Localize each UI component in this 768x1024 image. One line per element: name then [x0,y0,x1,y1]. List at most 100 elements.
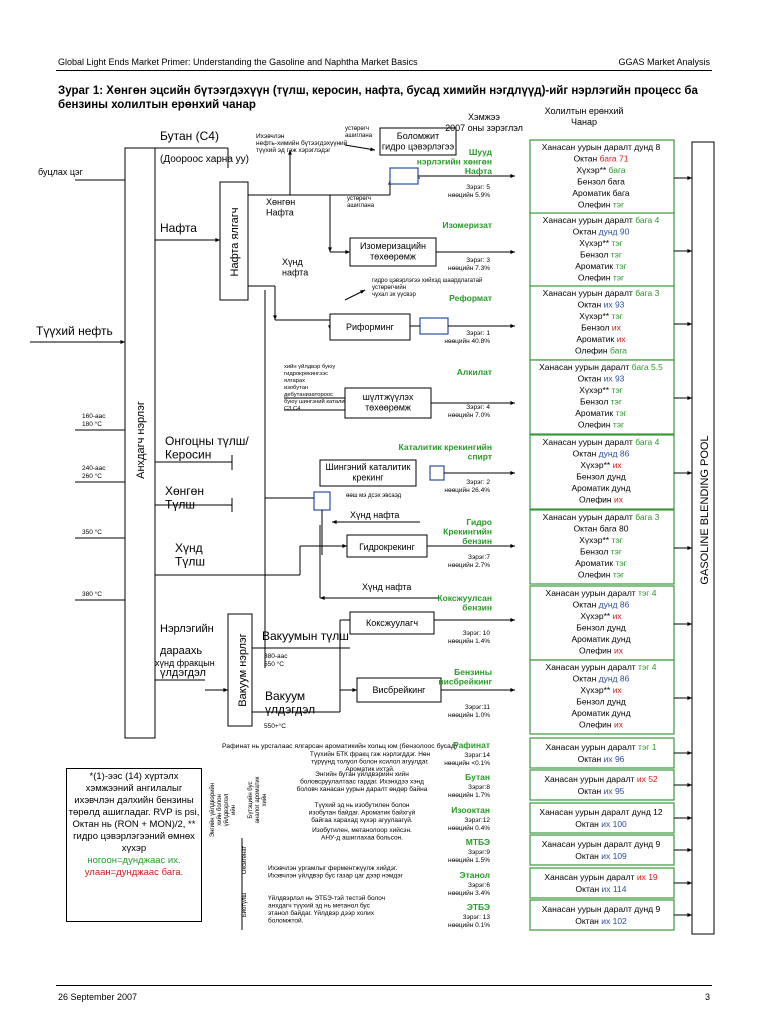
quality-line: Хүхэр** их [580,460,622,470]
quality-line: Октан их 93 [578,374,625,384]
quality-line: Ароматик бага [572,188,630,198]
arrow-head [687,696,692,700]
arrow-head [320,596,325,600]
hydrotreat-box [379,127,457,156]
arrow-head [332,520,337,524]
quality-line: Хүхэр** тэг [579,311,623,321]
header-right: GGAS Market Analysis [618,57,710,67]
quality-line: Олефин их [579,720,624,730]
stream-quality-box [529,659,675,735]
visbreaking-label: Висбрейкинг [373,685,427,695]
heavy-fraction-label: хүнд фракцын [155,658,215,668]
vertical-note-4: Биотүлш [242,893,248,918]
stream-quality-box [529,509,675,585]
quality-line: Ханасан уурын даралт дунд 9 [542,904,661,914]
quality-line: Бензол тэг [580,397,622,407]
valve-3 [429,465,445,481]
arrow-head [288,150,292,155]
legend-green: ногоон=дунджаас их. [87,855,181,866]
quality-line: Ханасан уурын даралт бага 3 [543,288,660,298]
arrow-head [352,688,357,692]
arrow-head [687,848,692,852]
legend-note: *(1)-ээс (14) хүртэлх хэмжээний ангилалы… [66,768,202,922]
gasoline-pool [691,141,715,935]
small-stream-box [529,867,675,899]
arrow-head [510,471,515,475]
quality-line: Олефин их [579,495,624,505]
quality-line: Бензол дунд [576,697,626,707]
quality-line: Хүхэр** их [580,611,622,621]
heavy-naphtha-2-label: Хүнд нафта [362,582,411,592]
reforming-label: Риформинг [346,322,395,332]
quality-line: Ароматик дунд [571,708,630,718]
quality-line: Хүхэр** бага [576,165,626,175]
quality-line: Ханасан уурын даралт их 52 [544,774,658,784]
naphtha-splitter-label: Нафта ялгагч [229,208,241,277]
gasoline-pool-label: GASOLINE BLENDING POOL [699,435,711,584]
valve-2 [419,317,449,335]
kerosene-label: Онгоцны түлш/Керосин [165,434,249,462]
vertical-note-1: Энгийн үйлдвэрийнхийн болонүйлдвэрлэлийн [209,783,237,837]
temp-350-label: 350 °C [82,528,102,536]
arrow-head [510,401,515,405]
arrow-head [687,783,692,787]
quality-line: Ханасан уурын даралт тэг 4 [546,662,657,672]
footer-date: 26 September 2007 [58,992,138,1002]
quality-line: Бензол дунд [576,472,626,482]
vertical-note-2: Бүтэцийн бусаналог ароматикхийн [247,776,268,823]
arrow-head [328,247,332,252]
quality-line: Хүхэр** тэг [579,535,623,545]
stream-quality-box [529,359,675,435]
vacuum-column-label: Вакуум нэрлэг [237,633,249,706]
stream-quality-box [529,212,675,288]
quality-line: Бензол их [581,323,621,333]
quality-line: Октан их 114 [576,884,627,894]
aromatics-note: Рафинат нь урсгалаас ялгарсан ароматикий… [222,742,457,750]
fcc-box [319,459,417,487]
quality-line: Октан их 102 [575,916,627,926]
quality-line: Хүхэр** тэг [579,385,623,395]
small-stream-note: Ихэвчлэн ургамлыг ферментжүүлж хийдэг.Их… [268,864,404,880]
stream-quality-box [529,285,675,361]
arrow-head [510,618,515,622]
stream-quality-box [529,139,675,215]
quality-line: Олефин тэг [578,570,624,580]
butane-note: (Дооро­ос харна уу) [160,154,249,165]
quality-line: Октан их 109 [575,851,627,861]
arrow-head [687,249,692,253]
small-stream-name: Рафинат [453,740,490,750]
quality-line: Ханасан уурын даралт тэг 1 [546,742,657,752]
quality-line: Бензол тэг [580,250,622,260]
stream-quality-box [529,585,675,661]
quality-line: Олефин тэг [578,420,624,430]
arrow-head [687,546,692,550]
butane-label: Бутан (C4) [160,129,219,143]
quality-line: Ханасан уурын даралт тэг 4 [546,588,657,598]
quality-line: Ханасан уурын даралт их 19 [544,872,658,882]
header-title: Global Light Ends Market Primer: Underst… [58,57,418,67]
